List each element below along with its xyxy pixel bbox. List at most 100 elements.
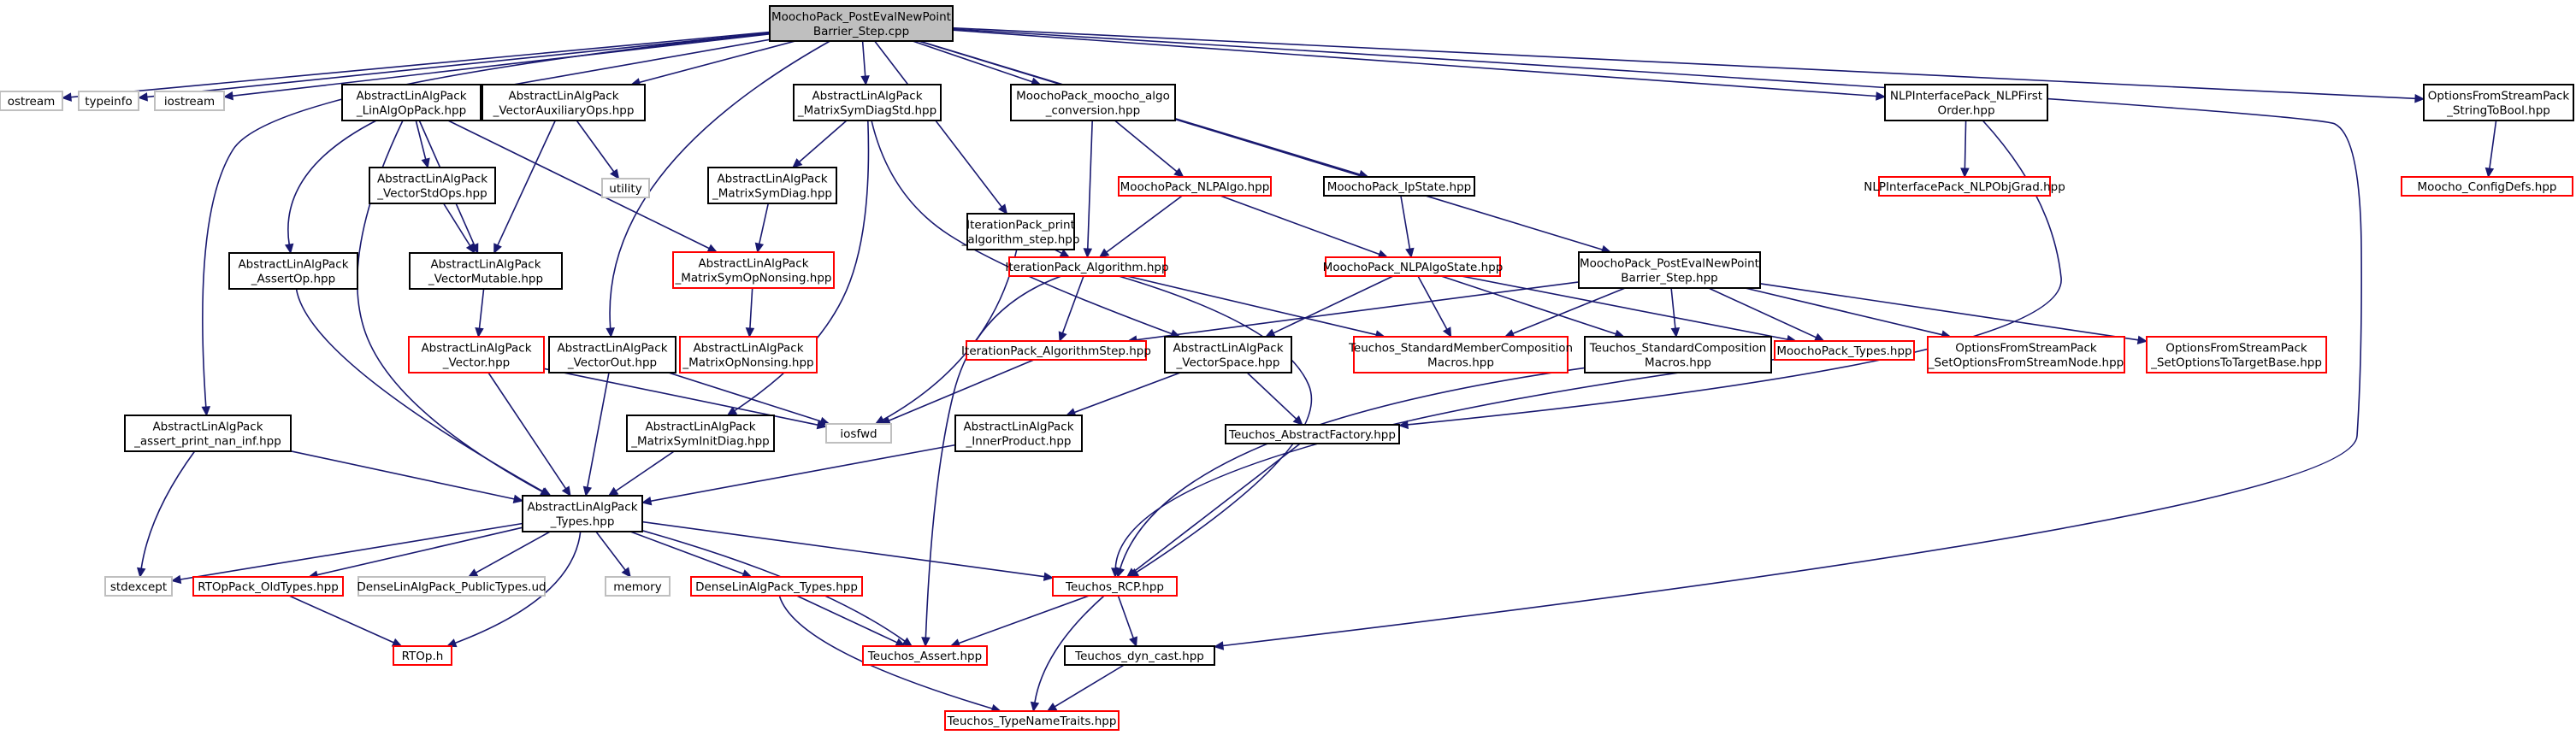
node-ipstate[interactable]: MoochoPack_IpState.hpp: [1323, 176, 1475, 197]
arrowhead-icon: [1043, 572, 1055, 581]
arrowhead-icon: [421, 157, 430, 169]
edge-line: [497, 120, 557, 246]
edge-line: [1273, 275, 1394, 334]
node-label-line: _InnerProduct.hpp: [966, 435, 1072, 449]
node-box: [357, 576, 546, 597]
node-box: [341, 84, 482, 121]
node-absfactory[interactable]: Teuchos_AbstractFactory.hpp: [1225, 424, 1400, 444]
node-vecspace[interactable]: AbstractLinAlgPack_VectorSpace.hpp: [1164, 336, 1292, 373]
arrowhead-icon: [621, 567, 631, 578]
node-assertnan[interactable]: AbstractLinAlgPack_assert_print_nan_inf.…: [124, 415, 292, 452]
node-label-line: stdexcept: [110, 580, 167, 594]
node-vecstdops[interactable]: AbstractLinAlgPack_VectorStdOps.hpp: [369, 167, 496, 204]
node-label-line: Macros.hpp: [1645, 356, 1711, 370]
node-vector[interactable]: AbstractLinAlgPack_Vector.hpp: [408, 336, 545, 373]
node-rcp[interactable]: Teuchos_RCP.hpp: [1052, 576, 1178, 597]
node-label-line: OptionsFromStreamPack: [2165, 342, 2307, 356]
node-iostream: iostream: [154, 91, 225, 111]
edge-line: [1119, 367, 1586, 569]
node-vecmut[interactable]: AbstractLinAlgPack_VectorMutable.hpp: [409, 252, 563, 290]
edge-nlpalgo-to-nlpalgostate: [1220, 195, 1389, 259]
node-box: [769, 5, 954, 42]
edge-root-to-itprint: [874, 40, 1008, 215]
node-label-line: AbstractLinAlgPack: [717, 173, 827, 186]
edge-italgo-to-italgostep: [1058, 275, 1084, 343]
node-label-line: Teuchos_AbstractFactory.hpp: [1228, 428, 1396, 442]
edge-root-to-typeinfo: [137, 32, 771, 102]
node-box: [793, 84, 942, 121]
arrowhead-icon: [493, 243, 502, 255]
node-rtopold[interactable]: RTOpPack_OldTypes.hpp: [192, 576, 344, 597]
node-nlpalgostate[interactable]: MoochoPack_NLPAlgoState.hpp: [1323, 256, 1504, 277]
node-setoptnode[interactable]: OptionsFromStreamPack_SetOptionsFromStre…: [1927, 336, 2125, 373]
node-algoconv[interactable]: MoochoPack_moocho_algo_conversion.hpp: [1010, 84, 1176, 121]
node-mptypes[interactable]: MoochoPack_Types.hpp: [1774, 340, 1915, 361]
node-stringtobool[interactable]: OptionsFromStreamPack_StringToBool.hpp: [2423, 84, 2574, 121]
node-rtop[interactable]: RTOp.h: [393, 645, 452, 666]
edge-absfactory-to-rcp: [1126, 443, 1301, 578]
edge-line: [912, 40, 1033, 83]
node-box: [1323, 176, 1475, 197]
edge-vecstdops-to-vecmut: [442, 203, 476, 255]
node-iosfwd: iosfwd: [825, 423, 892, 444]
node-nlpalgo[interactable]: MoochoPack_NLPAlgo.hpp: [1118, 176, 1272, 197]
node-barrierhpp[interactable]: MoochoPack_PostEvalNewPointBarrier_Step.…: [1578, 251, 1761, 289]
node-label-line: _VectorOut.hpp: [567, 356, 657, 370]
node-linalgop[interactable]: AbstractLinAlgPack_LinAlgOpPack.hpp: [341, 84, 482, 121]
node-root[interactable]: MoochoPack_PostEvalNewPointBarrier_Step.…: [769, 5, 954, 42]
node-label-line: memory: [613, 580, 661, 594]
node-box: [944, 710, 1120, 731]
node-msdiag[interactable]: AbstractLinAlgPack_MatrixSymDiag.hpp: [707, 167, 837, 204]
node-dyncast[interactable]: Teuchos_dyn_cast.hpp: [1064, 645, 1215, 666]
edge-root-to-iostream: [222, 33, 771, 101]
node-italgo[interactable]: IterationPack_Algorithm.hpp: [1005, 256, 1169, 277]
node-innerprod[interactable]: AbstractLinAlgPack_InnerProduct.hpp: [954, 415, 1083, 452]
node-msinitdiag[interactable]: AbstractLinAlgPack_MatrixSymInitDiag.hpp: [626, 415, 775, 452]
node-mopnonsing[interactable]: AbstractLinAlgPack_MatrixOpNonsing.hpp: [679, 336, 818, 373]
edge-line: [442, 203, 471, 246]
edge-line: [668, 372, 822, 422]
arrowhead-icon: [2414, 94, 2425, 103]
node-msdstd[interactable]: AbstractLinAlgPack_MatrixSymDiagStd.hpp: [793, 84, 942, 121]
arrowhead-icon: [540, 487, 552, 497]
node-box: [954, 415, 1083, 452]
node-typenametraits[interactable]: Teuchos_TypeNameTraits.hpp: [944, 710, 1120, 731]
node-label-line: OptionsFromStreamPack: [2428, 90, 2570, 103]
node-vecout[interactable]: AbstractLinAlgPack_VectorOut.hpp: [548, 336, 676, 373]
node-box: [862, 645, 988, 666]
arrowhead-icon: [901, 637, 913, 647]
node-label-line: AbstractLinAlgPack: [152, 420, 263, 434]
edge-line: [1440, 275, 1616, 335]
node-ostream: ostream: [0, 91, 63, 111]
node-box: [408, 336, 545, 373]
arrowhead-icon: [1876, 91, 1887, 101]
edge-line: [202, 32, 771, 408]
edge-italgo-to-tassert: [921, 275, 1062, 648]
node-box: [369, 167, 496, 204]
node-italgostep[interactable]: IterationPack_AlgorithmStep.hpp: [961, 340, 1151, 361]
node-densetypes[interactable]: DenseLinAlgPack_Types.hpp: [690, 576, 863, 597]
arrowhead-icon: [467, 568, 479, 578]
node-stdmembercomp[interactable]: Teuchos_StandardMemberCompositionMacros.…: [1348, 336, 1573, 373]
node-assertop[interactable]: AbstractLinAlgPack_AssertOp.hpp: [228, 252, 358, 290]
file-nodes: MoochoPack_PostEvalNewPointBarrier_Step.…: [0, 5, 2574, 731]
node-configdefs[interactable]: Moocho_ConfigDefs.hpp: [2401, 176, 2573, 197]
node-label-line: NLPInterfacePack_NLPObjGrad.hpp: [1864, 180, 2065, 194]
node-types[interactable]: AbstractLinAlgPack_Types.hpp: [522, 495, 643, 532]
node-label-line: MoochoPack_PostEvalNewPoint: [1580, 257, 1759, 271]
edge-line: [952, 26, 2416, 100]
node-msopnonsing[interactable]: AbstractLinAlgPack_MatrixSymOpNonsing.hp…: [672, 251, 835, 289]
node-nlpobjgrad[interactable]: NLPInterfacePack_NLPObjGrad.hpp: [1864, 176, 2065, 197]
node-label-line: Macros.hpp: [1427, 356, 1494, 370]
arrowhead-icon: [860, 75, 870, 86]
node-setopttarget[interactable]: OptionsFromStreamPack_SetOptionsToTarget…: [2146, 336, 2327, 373]
edge-assertnan-to-stdexcept: [137, 450, 196, 579]
node-itprint[interactable]: IterationPack_print_algorithm_step.hpp: [961, 213, 1080, 250]
edge-linalgop-to-assertop: [284, 120, 377, 255]
node-tassert[interactable]: Teuchos_Assert.hpp: [862, 645, 988, 666]
node-box: [690, 576, 863, 597]
node-vecaux[interactable]: AbstractLinAlgPack_VectorAuxiliaryOps.hp…: [482, 84, 646, 121]
